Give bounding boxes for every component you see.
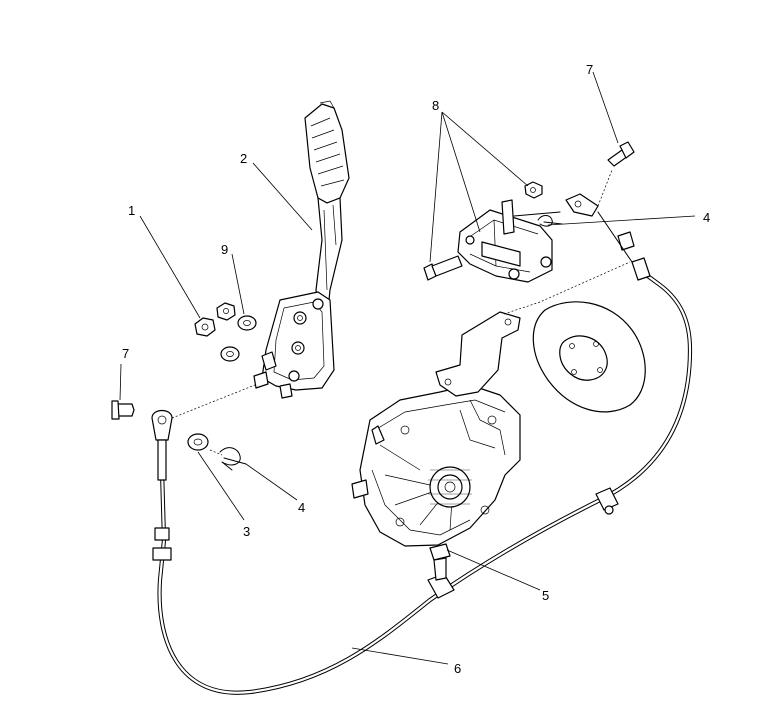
callout-2: 2 xyxy=(240,151,247,166)
callout-1: 1 xyxy=(128,203,135,218)
callout-7-right: 7 xyxy=(586,62,593,77)
clevis-pin-right xyxy=(607,141,635,167)
callout-9: 9 xyxy=(221,242,228,257)
callout-7-left: 7 xyxy=(122,346,129,361)
callout-8: 8 xyxy=(432,98,439,113)
callout-6: 6 xyxy=(454,661,461,676)
brake-caliper xyxy=(423,181,599,283)
callout-4-right: 4 xyxy=(703,210,710,225)
washer-set xyxy=(216,302,257,362)
brake-lever xyxy=(253,100,350,399)
callout-4-left: 4 xyxy=(298,500,305,515)
lock-nut xyxy=(194,317,216,337)
transaxle-housing xyxy=(351,384,521,581)
callout-labels: 1 2 3 4 4 5 6 7 7 8 9 xyxy=(122,62,710,676)
brake-disc xyxy=(532,301,646,413)
assembly-lines xyxy=(171,169,631,456)
brake-cable xyxy=(151,211,693,695)
callout-5: 5 xyxy=(542,588,549,603)
callout-3: 3 xyxy=(243,524,250,539)
brake-bracket xyxy=(435,311,521,397)
clevis-pin-left xyxy=(111,400,135,420)
hairpin-clip-left xyxy=(219,447,247,471)
flat-washer xyxy=(187,433,209,451)
leader-lines xyxy=(119,71,696,665)
